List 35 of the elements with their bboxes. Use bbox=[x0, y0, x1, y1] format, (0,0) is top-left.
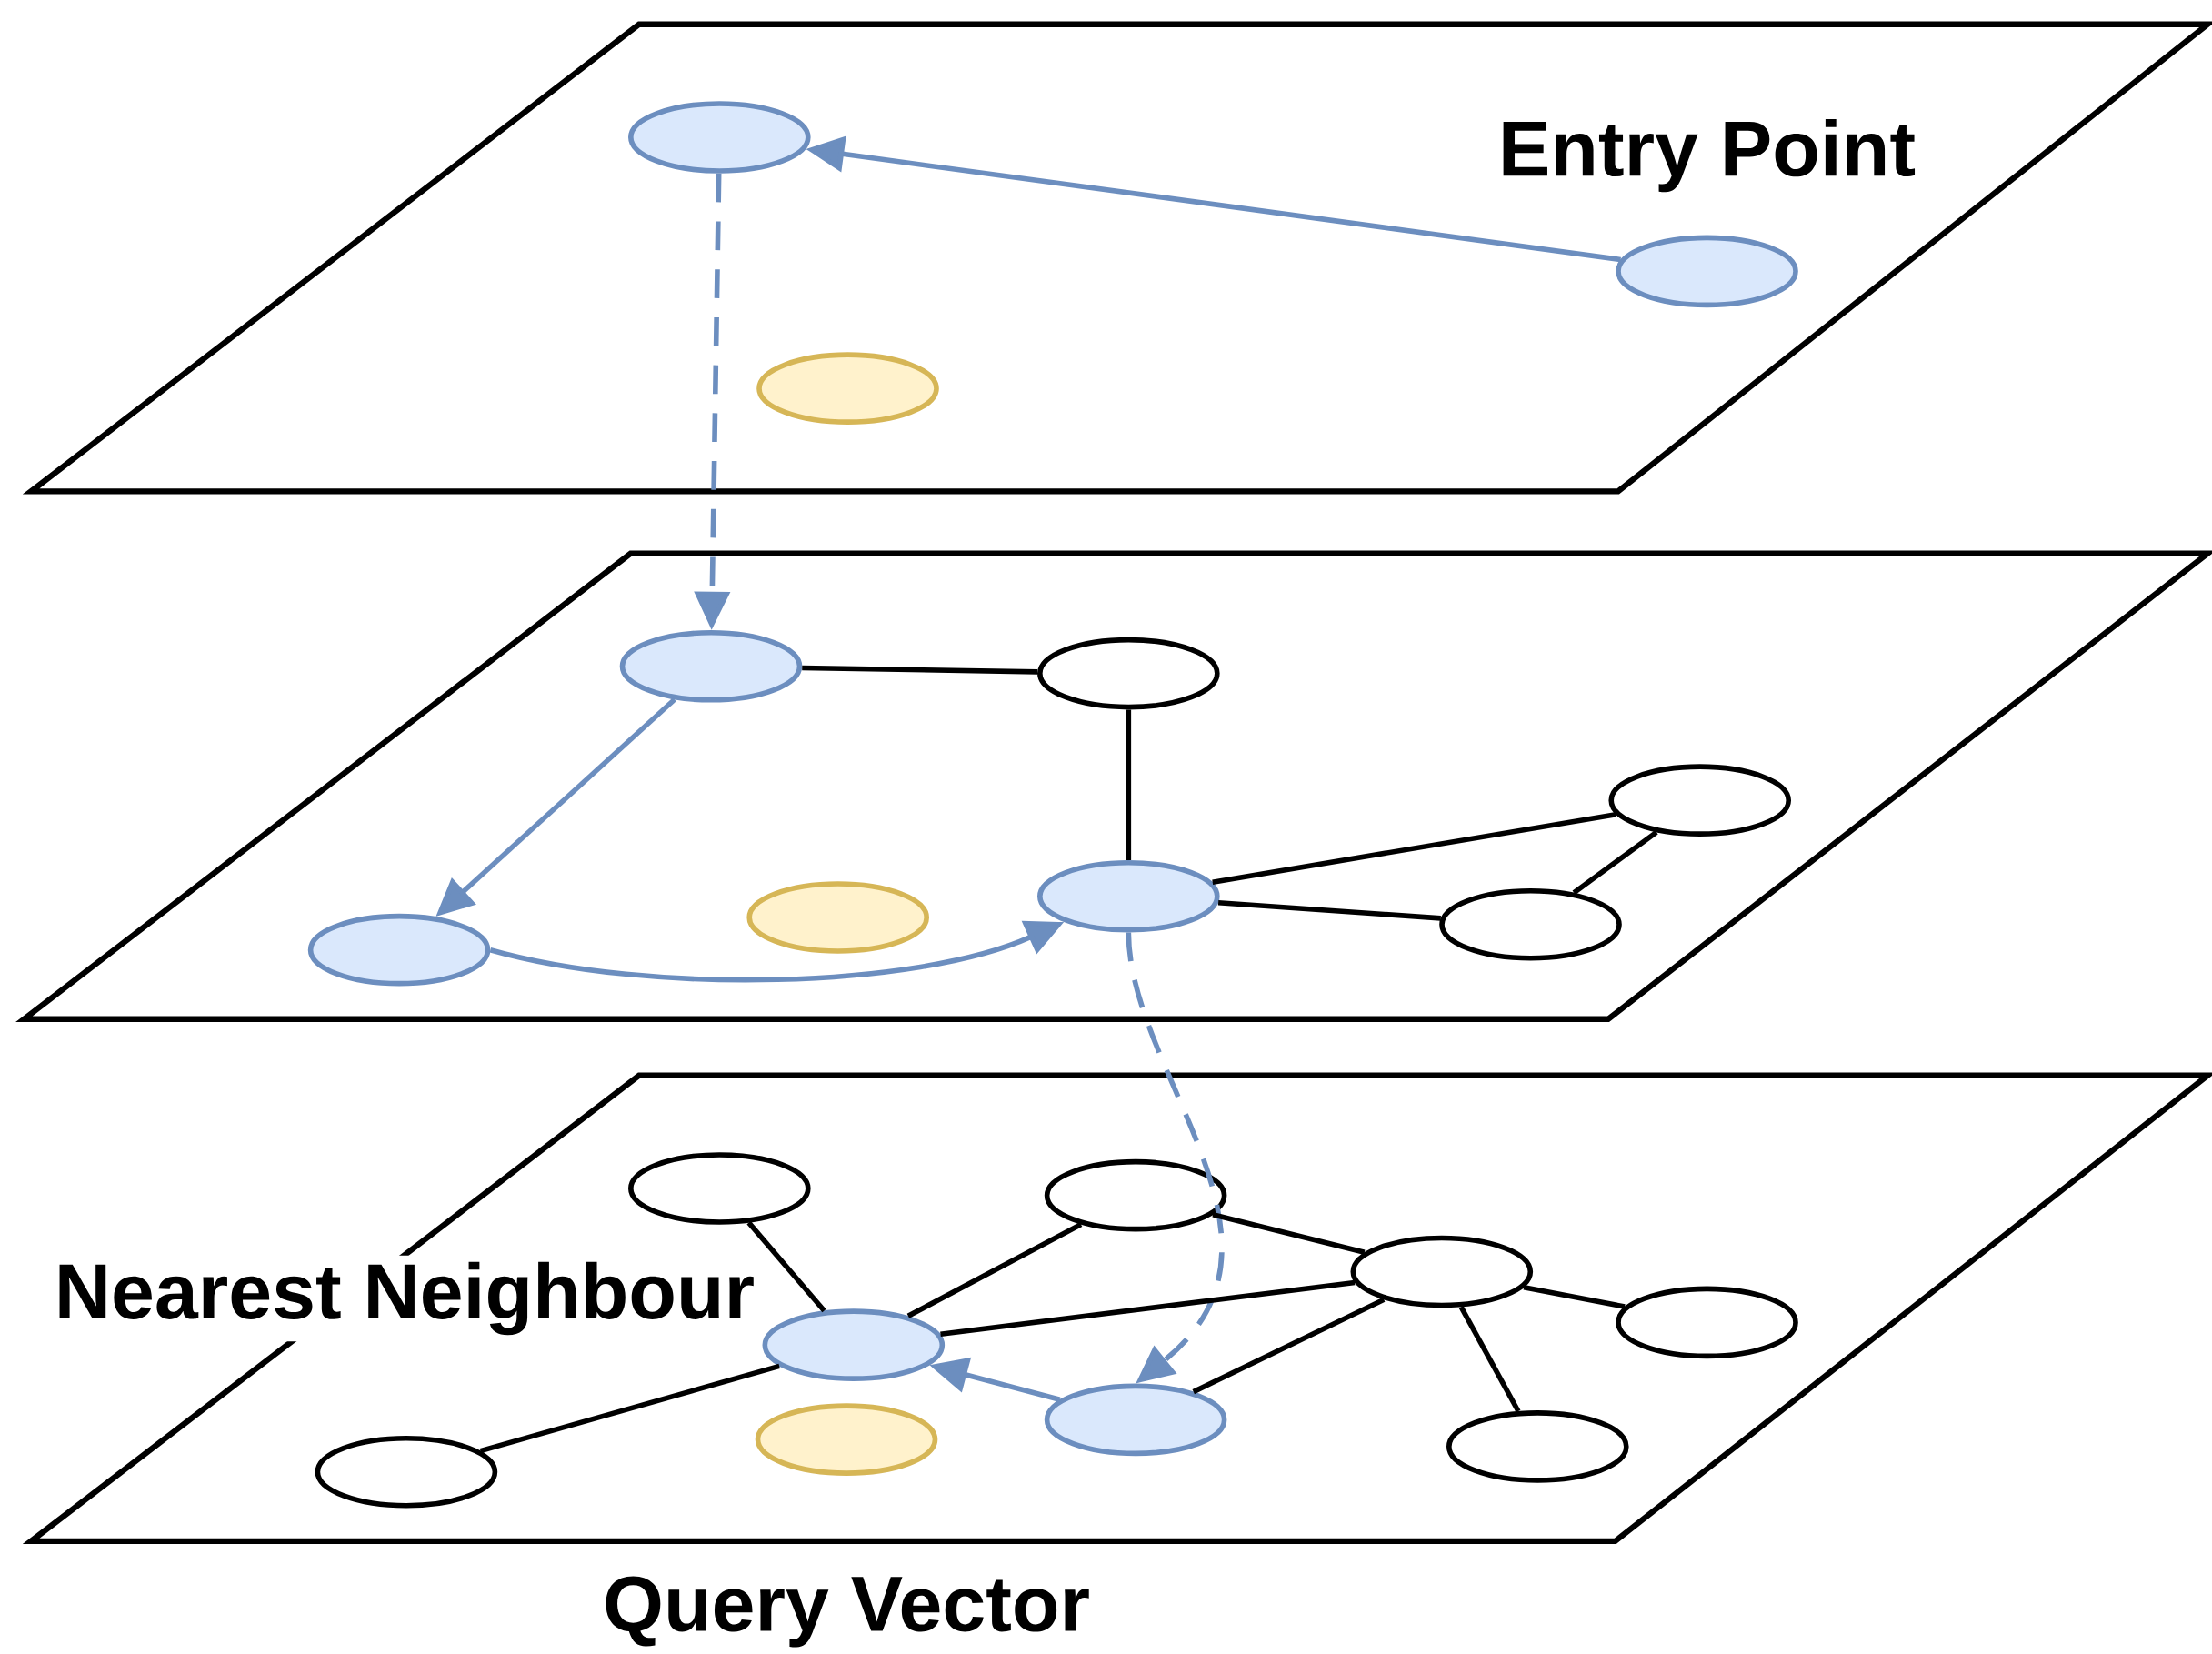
graph-node bbox=[1446, 1410, 1629, 1483]
connector-line bbox=[1212, 1212, 1366, 1256]
graph-node bbox=[1044, 1158, 1227, 1232]
graph-node bbox=[315, 1436, 498, 1509]
connector-line bbox=[1523, 1285, 1626, 1309]
graph-node bbox=[307, 913, 491, 987]
graph-node bbox=[1037, 637, 1220, 710]
connector-line bbox=[802, 665, 1038, 675]
connector-line bbox=[906, 1222, 1083, 1318]
caption-label: Query Vector bbox=[606, 1576, 1089, 1648]
connector-line bbox=[1458, 1306, 1521, 1413]
graph-node bbox=[1616, 235, 1798, 308]
graph-node bbox=[619, 629, 803, 703]
graph-node bbox=[746, 881, 929, 954]
connector-line bbox=[1212, 811, 1616, 886]
node-caption: Nearest Neighbour bbox=[47, 1255, 762, 1342]
connector-line bbox=[940, 1279, 1356, 1338]
graph-node bbox=[1608, 764, 1791, 837]
connector-line bbox=[1126, 709, 1132, 860]
graph-node bbox=[1037, 859, 1220, 933]
graph-node bbox=[628, 1152, 811, 1225]
graph-node bbox=[1616, 1286, 1798, 1359]
graph-node bbox=[762, 1308, 946, 1381]
graph-node bbox=[1439, 887, 1622, 961]
graph-node bbox=[755, 1403, 938, 1476]
graph-node bbox=[1044, 1383, 1227, 1457]
connector-line bbox=[1192, 1297, 1386, 1395]
graph-node bbox=[1350, 1235, 1534, 1308]
connector-line bbox=[1217, 899, 1441, 921]
graph-node bbox=[756, 352, 939, 425]
graph-node bbox=[628, 101, 811, 174]
node-caption: Entry Point bbox=[1491, 112, 1923, 199]
connector-line bbox=[479, 1363, 780, 1454]
connector-line bbox=[746, 1220, 826, 1313]
connector-line bbox=[1572, 829, 1658, 896]
